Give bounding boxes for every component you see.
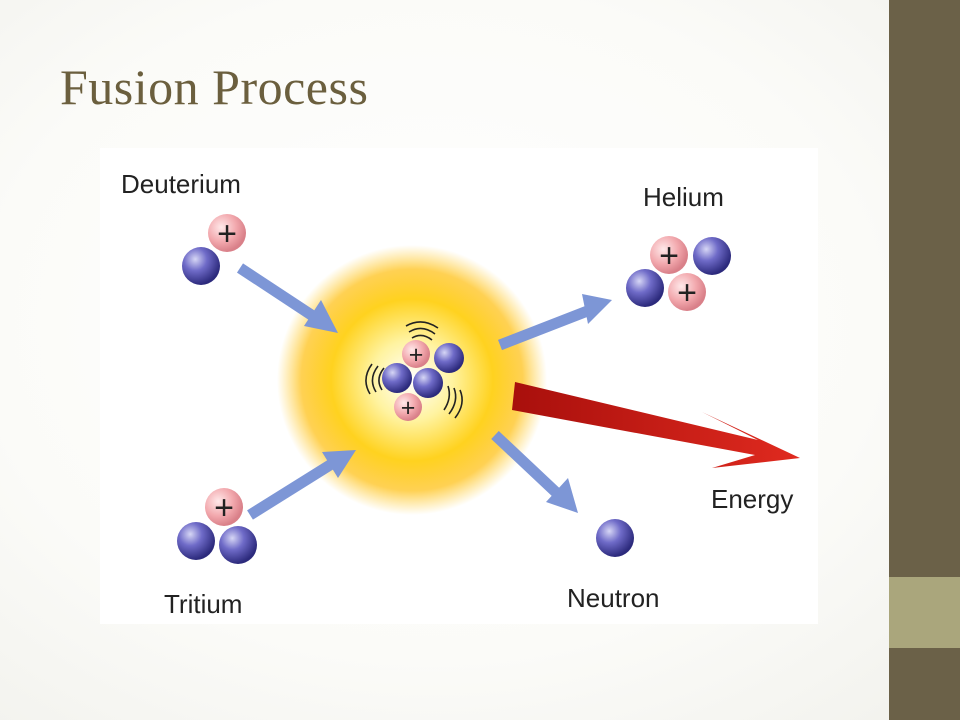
vibration-marks [365,321,463,419]
proton-plus-sign: + [677,274,697,312]
proton-particle [650,236,688,274]
proton-particle [205,488,243,526]
neutron-particle [693,237,731,275]
arrow-helium-out [498,294,612,351]
label-tritium: Tritium [164,589,242,619]
neutron-particle [177,522,215,560]
fusion-cluster: + + [365,321,464,422]
label-helium: Helium [643,182,724,212]
arrow-neutron-out [491,430,578,513]
free-neutron [596,519,634,557]
arrow-deuterium-in [236,263,338,333]
neutron-particle [219,526,257,564]
label-neutron: Neutron [567,583,660,613]
label-deuterium: Deuterium [121,169,241,199]
proton-plus-sign: + [217,215,237,253]
label-energy: Energy [711,484,793,514]
neutron-particle [182,247,220,285]
fusion-glow [277,245,547,515]
neutron-particle [382,363,412,393]
neutron-particle [434,343,464,373]
proton-plus-sign: + [214,489,234,527]
neutron-particle [413,368,443,398]
proton-particle [668,273,706,311]
neutron-particle [626,269,664,307]
helium-nucleus: + + [626,236,731,312]
proton-plus-sign: + [409,341,424,369]
energy-arrow [512,382,800,468]
proton-particle [394,393,422,421]
sidebar-accent-block [889,577,960,648]
slide-title: Fusion Process [60,59,369,115]
proton-particle [208,214,246,252]
proton-plus-sign: + [401,394,416,422]
tritium-nucleus: + [177,488,257,564]
proton-plus-sign: + [659,237,679,275]
arrow-tritium-in [247,450,356,520]
proton-particle [402,340,430,368]
deuterium-nucleus: + [182,214,246,285]
